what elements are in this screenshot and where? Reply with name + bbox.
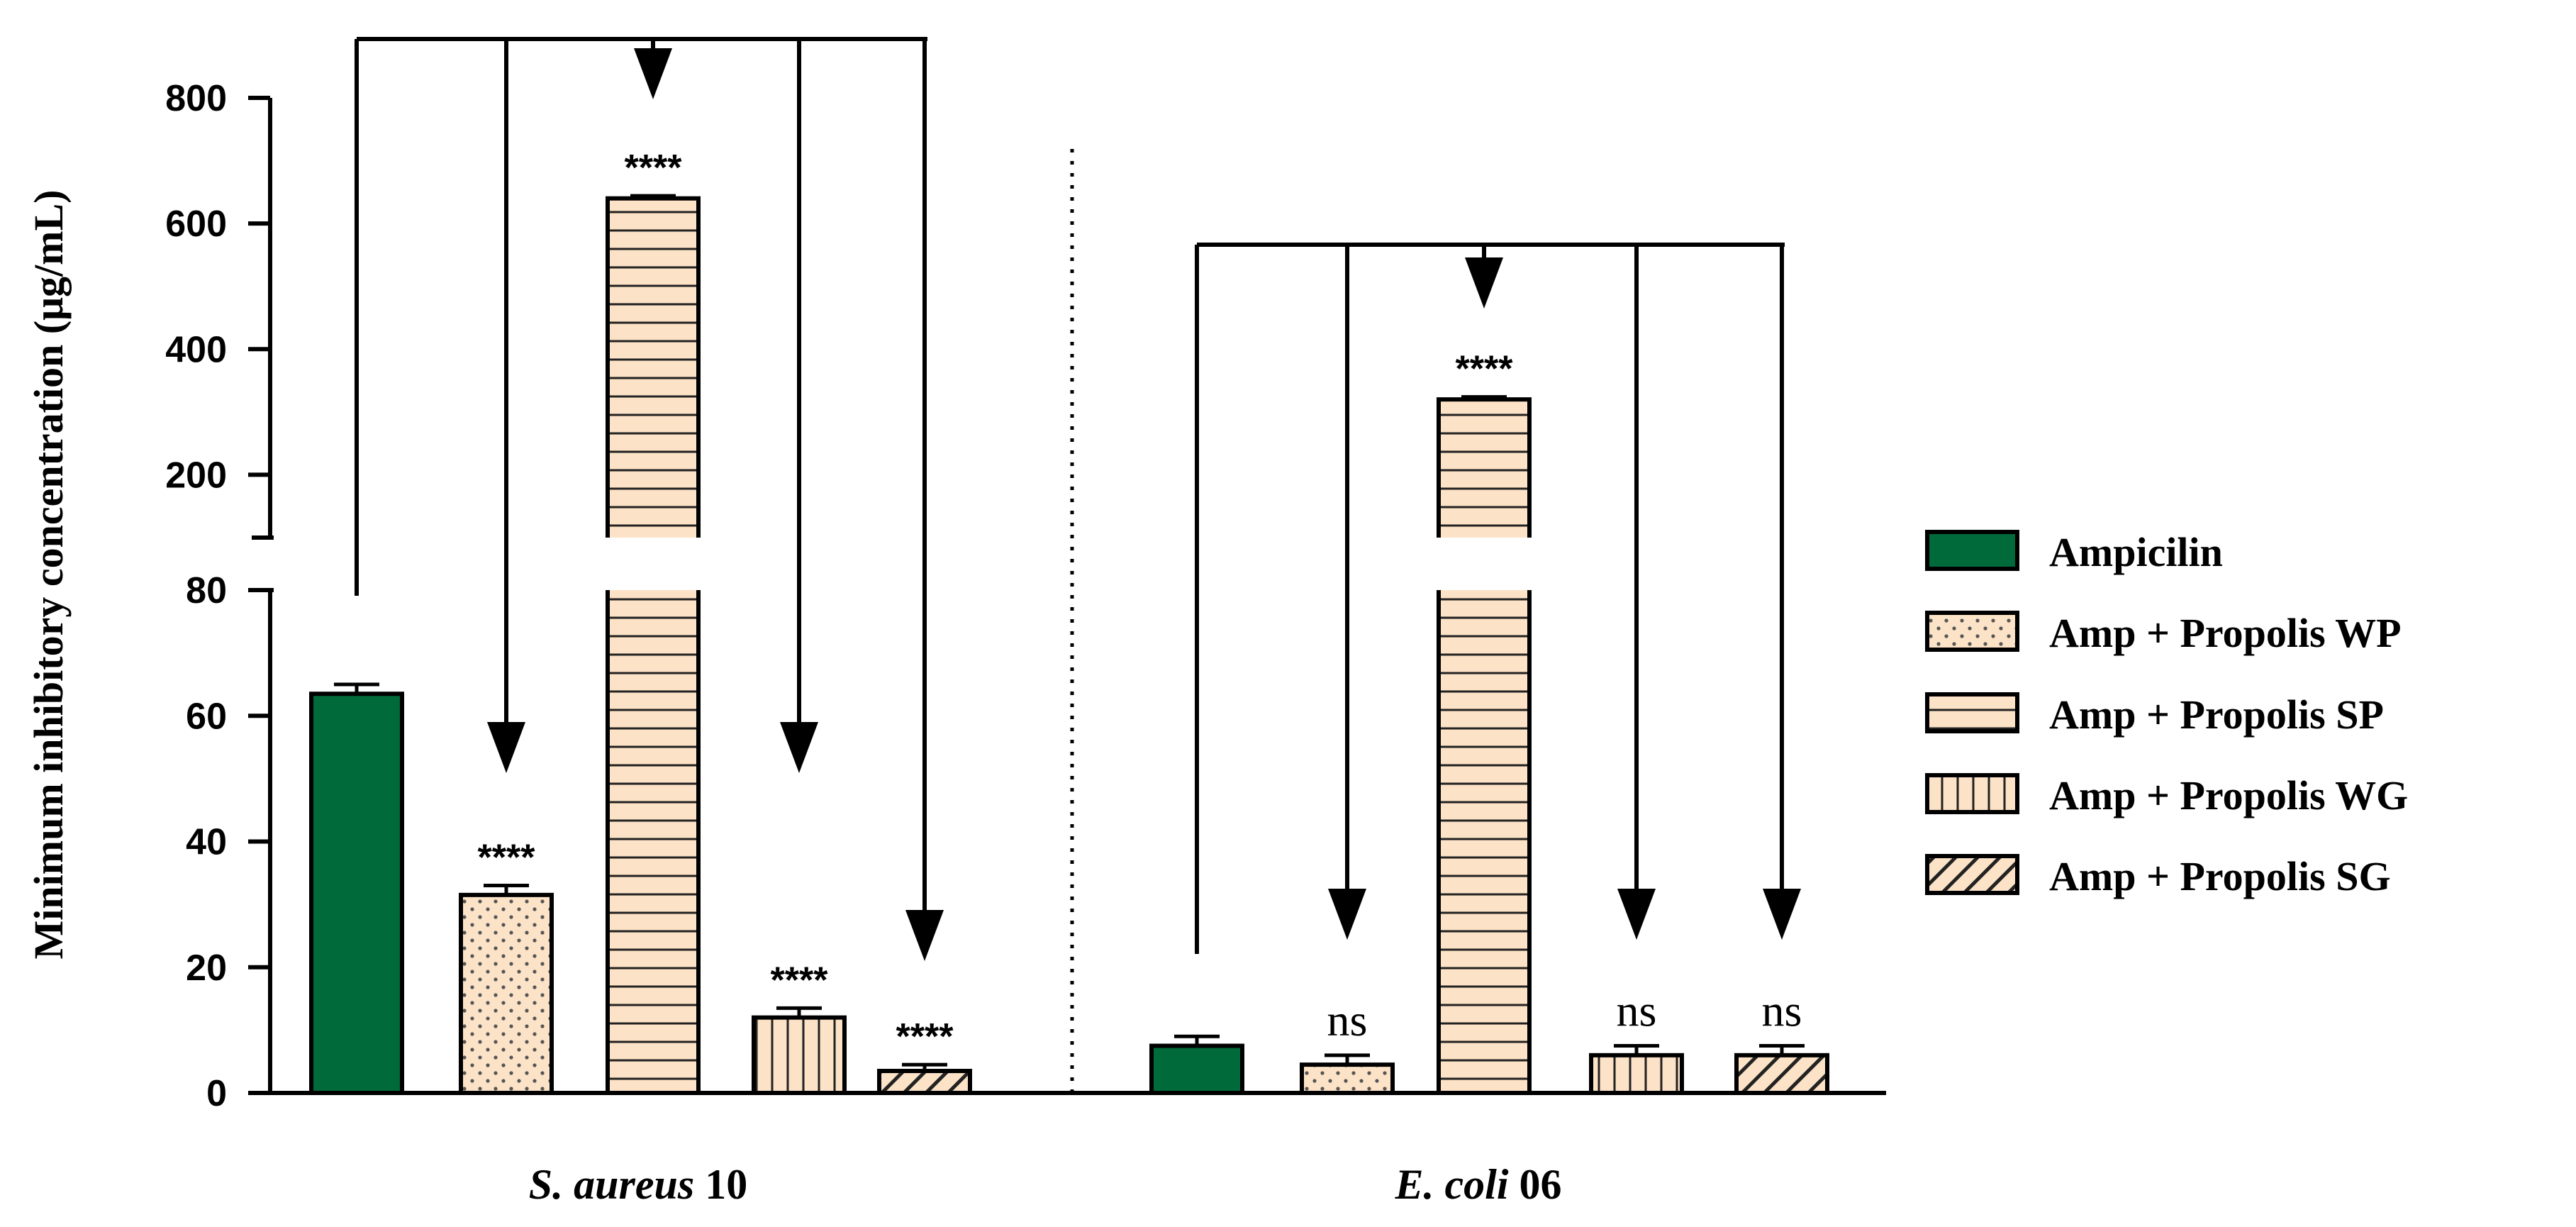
bars: **** ns **** **** **** ns **** ns xyxy=(309,148,1829,1096)
bar-amp-propolis-wg-group-0: **** xyxy=(752,960,847,1096)
legend-item-amp-propolis-wg: Amp + Propolis WG xyxy=(1925,772,2408,818)
arrow-head xyxy=(1763,889,1801,940)
y-tick-label: 200 xyxy=(165,455,227,496)
bar xyxy=(1300,1062,1395,1096)
group-label-s-aureus-italic: S. aureus xyxy=(529,1161,694,1208)
legend-swatch xyxy=(1925,692,2019,733)
significance-label: **** xyxy=(478,838,536,879)
comparison-brackets xyxy=(355,37,1801,961)
group-label-s-aureus: S. aureus 10 xyxy=(529,1161,747,1208)
significance-label: ns xyxy=(1617,986,1657,1036)
arrow-head xyxy=(634,48,672,99)
legend-item-ampicilin: Ampicilin xyxy=(1925,529,2223,575)
bar-amp-propolis-wp-group-1: ns xyxy=(1300,995,1395,1096)
bar-amp-propolis-sp-group-1: **** xyxy=(1433,349,1535,1095)
group-label-s-aureus-rest: 10 xyxy=(694,1161,747,1208)
bar xyxy=(606,196,701,1096)
y-axis xyxy=(252,98,274,1093)
group-label-e-coli-rest: 06 xyxy=(1509,1161,1562,1208)
legend-item-amp-propolis-sg: Amp + Propolis SG xyxy=(1925,853,2391,899)
arrow-head xyxy=(905,910,944,961)
significance-label: **** xyxy=(625,148,683,189)
bar-amp-propolis-wp-group-0: **** xyxy=(459,838,554,1096)
y-tick-label: 800 xyxy=(165,78,227,119)
y-tick-label: 0 xyxy=(206,1073,227,1114)
arrow-head xyxy=(780,722,818,773)
legend-label: Ampicilin xyxy=(2049,529,2223,575)
legend-item-amp-propolis-wp: Amp + Propolis WP xyxy=(1925,610,2402,656)
significance-label: **** xyxy=(771,960,829,1001)
arrow-head xyxy=(1617,889,1656,940)
bar xyxy=(877,1068,972,1095)
y-tick-label: 20 xyxy=(186,948,227,989)
significance-label: **** xyxy=(896,1016,954,1057)
bar-ampicilin-group-1 xyxy=(1149,1034,1244,1095)
legend-label: Amp + Propolis SP xyxy=(2049,692,2384,738)
legend-label: Amp + Propolis SG xyxy=(2049,853,2391,899)
y-tick-label: 600 xyxy=(165,204,227,245)
group-label-e-coli-italic: E. coli xyxy=(1395,1161,1509,1208)
y-ticks: 0 20 40 60 80 200 400 600 800 xyxy=(165,78,270,1114)
arrow-head xyxy=(1465,257,1503,309)
legend-item-amp-propolis-sp: Amp + Propolis SP xyxy=(1925,692,2384,738)
bar xyxy=(1734,1053,1829,1095)
bar-amp-propolis-sg-group-0: **** xyxy=(877,1016,972,1095)
arrow-head xyxy=(487,722,525,773)
bar xyxy=(459,892,554,1096)
bar xyxy=(309,692,404,1095)
bar-amp-propolis-sg-group-1: ns xyxy=(1734,986,1829,1095)
bar-amp-propolis-wg-group-1: ns xyxy=(1589,986,1684,1095)
y-tick-label: 40 xyxy=(186,822,227,863)
bracket-group-0 xyxy=(355,37,944,961)
bar xyxy=(1589,1053,1684,1095)
bar-ampicilin-group-0 xyxy=(309,682,404,1095)
bar xyxy=(1149,1043,1244,1095)
bar-amp-propolis-sp-group-0: **** xyxy=(602,148,704,1096)
group-label-e-coli: E. coli 06 xyxy=(1395,1161,1562,1208)
bar xyxy=(1437,397,1532,1095)
legend-swatch xyxy=(1925,611,2019,652)
significance-label: ns xyxy=(1327,995,1368,1045)
bar xyxy=(752,1015,847,1096)
y-tick-label: 80 xyxy=(186,570,227,611)
bar-break-gap xyxy=(602,538,704,590)
legend-swatch xyxy=(1925,530,2019,571)
significance-label: ns xyxy=(1762,986,1802,1036)
legend-swatch xyxy=(1925,854,2019,895)
legend-swatch xyxy=(1925,773,2019,814)
significance-label: **** xyxy=(1456,349,1514,390)
bar-break-gap xyxy=(1433,538,1535,590)
y-tick-label: 60 xyxy=(186,696,227,737)
y-axis-title: Minimum inhibitory concentration (μg/mL) xyxy=(26,190,72,960)
y-tick-label: 400 xyxy=(165,329,227,370)
legend-label: Amp + Propolis WG xyxy=(2049,772,2408,818)
arrow-head xyxy=(1328,889,1366,940)
bracket-group-1 xyxy=(1195,243,1801,954)
legend-label: Amp + Propolis WP xyxy=(2049,610,2402,656)
